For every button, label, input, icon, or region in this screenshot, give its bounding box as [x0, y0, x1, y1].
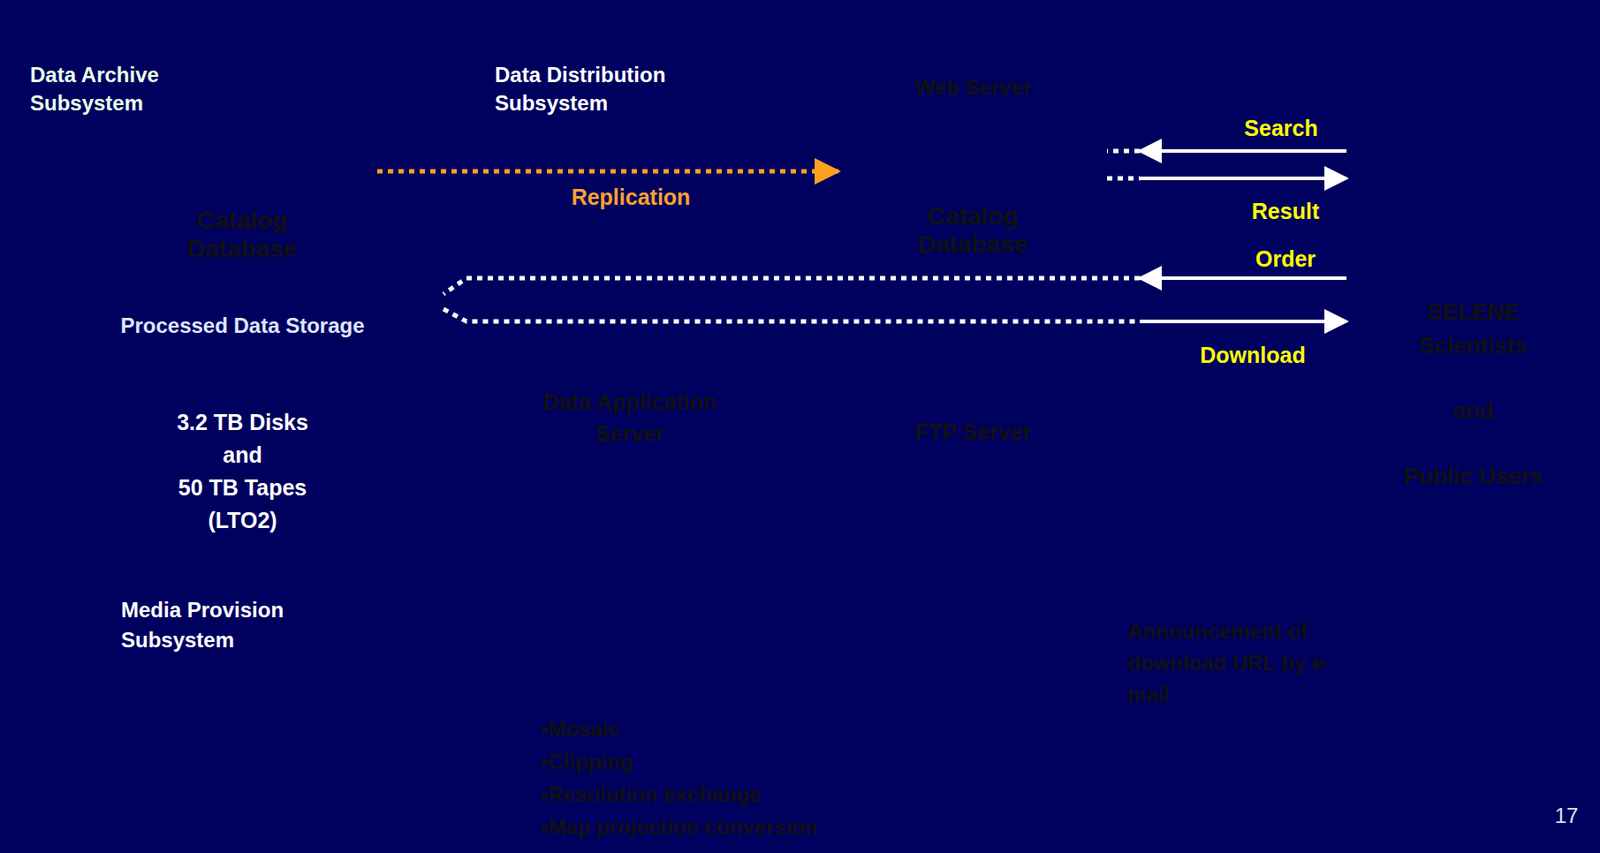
database-cylinder: Catalog Database — [838, 132, 1108, 296]
node-title: Catalog Database — [902, 202, 1044, 259]
node-title: Catalog Database — [171, 206, 313, 264]
data-flow-connector — [1107, 151, 1347, 152]
node-title: FTP Server — [915, 416, 1032, 448]
data-flow-connector — [377, 171, 839, 173]
node-title: Data Distribution Subsystem — [494, 60, 690, 118]
node-title: Announcement of download URL by e-mail — [1127, 615, 1349, 712]
subsystem-box-shape — [106, 571, 376, 680]
subsystem-panel-shape — [479, 48, 1138, 516]
node-title: Media Provision Subsystem — [121, 595, 342, 656]
server-box: Web ServerCatalog Database — [824, 63, 1123, 296]
node-text: and — [222, 439, 262, 472]
flow-label: Search — [1243, 114, 1318, 142]
user-box: SELENE Scientists andPublic Users — [1346, 86, 1600, 572]
data-flow-connector — [443, 309, 1347, 322]
node-text: Public Users — [1403, 459, 1544, 493]
node-title: SELENE Scientists — [1395, 295, 1551, 363]
user-box-shape — [1346, 86, 1600, 572]
node-title: Web Server — [915, 74, 1032, 101]
data-flow-connector — [1107, 178, 1347, 180]
subsystem-panel-shape — [15, 48, 468, 694]
flow-label: Download — [1199, 341, 1305, 369]
subsystem-box: Media Provision Subsystem — [106, 571, 376, 680]
user-icon — [1364, 143, 1577, 276]
node-title: Processed Data Storage — [120, 312, 364, 340]
subsystem-panel: Data Distribution Subsystem Web ServerCat… — [479, 48, 1138, 516]
database-cylinder: Catalog Database — [106, 120, 378, 315]
flow-label: Replication — [571, 183, 691, 211]
flow-label: Order — [1255, 245, 1316, 273]
node-title: Data Application Server — [514, 386, 746, 450]
node-text: •Clipping — [540, 745, 633, 779]
server-box: FTP Server — [824, 310, 1123, 463]
node-text: •Map projection conversion — [540, 811, 819, 844]
page-number: 17 — [1554, 803, 1579, 830]
callout-bubble: Announcement of download URL by e-mail — [1097, 601, 1455, 727]
data-flow-connector — [443, 278, 1347, 295]
node-title: •Mosaic — [540, 712, 621, 746]
callout-bubble: •Mosaic•Clipping•Resolution exchange•Map… — [509, 693, 1021, 853]
storage-cylinder: Processed Data Storage 3.2 TB Disksand50 … — [30, 273, 455, 557]
node-text: 3.2 TB Disks — [176, 406, 309, 440]
node-text: and — [1452, 394, 1494, 428]
node-title: Data Archive Subsystem — [30, 60, 194, 118]
node-text: •Resolution exchange — [540, 778, 762, 812]
node-text: (LTO2) — [207, 504, 277, 538]
server-box: Data Application Server — [496, 310, 764, 463]
flow-label: Result — [1251, 197, 1320, 225]
subsystem-panel: Data Archive SubsystemCatalog DatabasePr… — [15, 48, 468, 694]
node-text: 50 TB Tapes — [178, 471, 307, 505]
